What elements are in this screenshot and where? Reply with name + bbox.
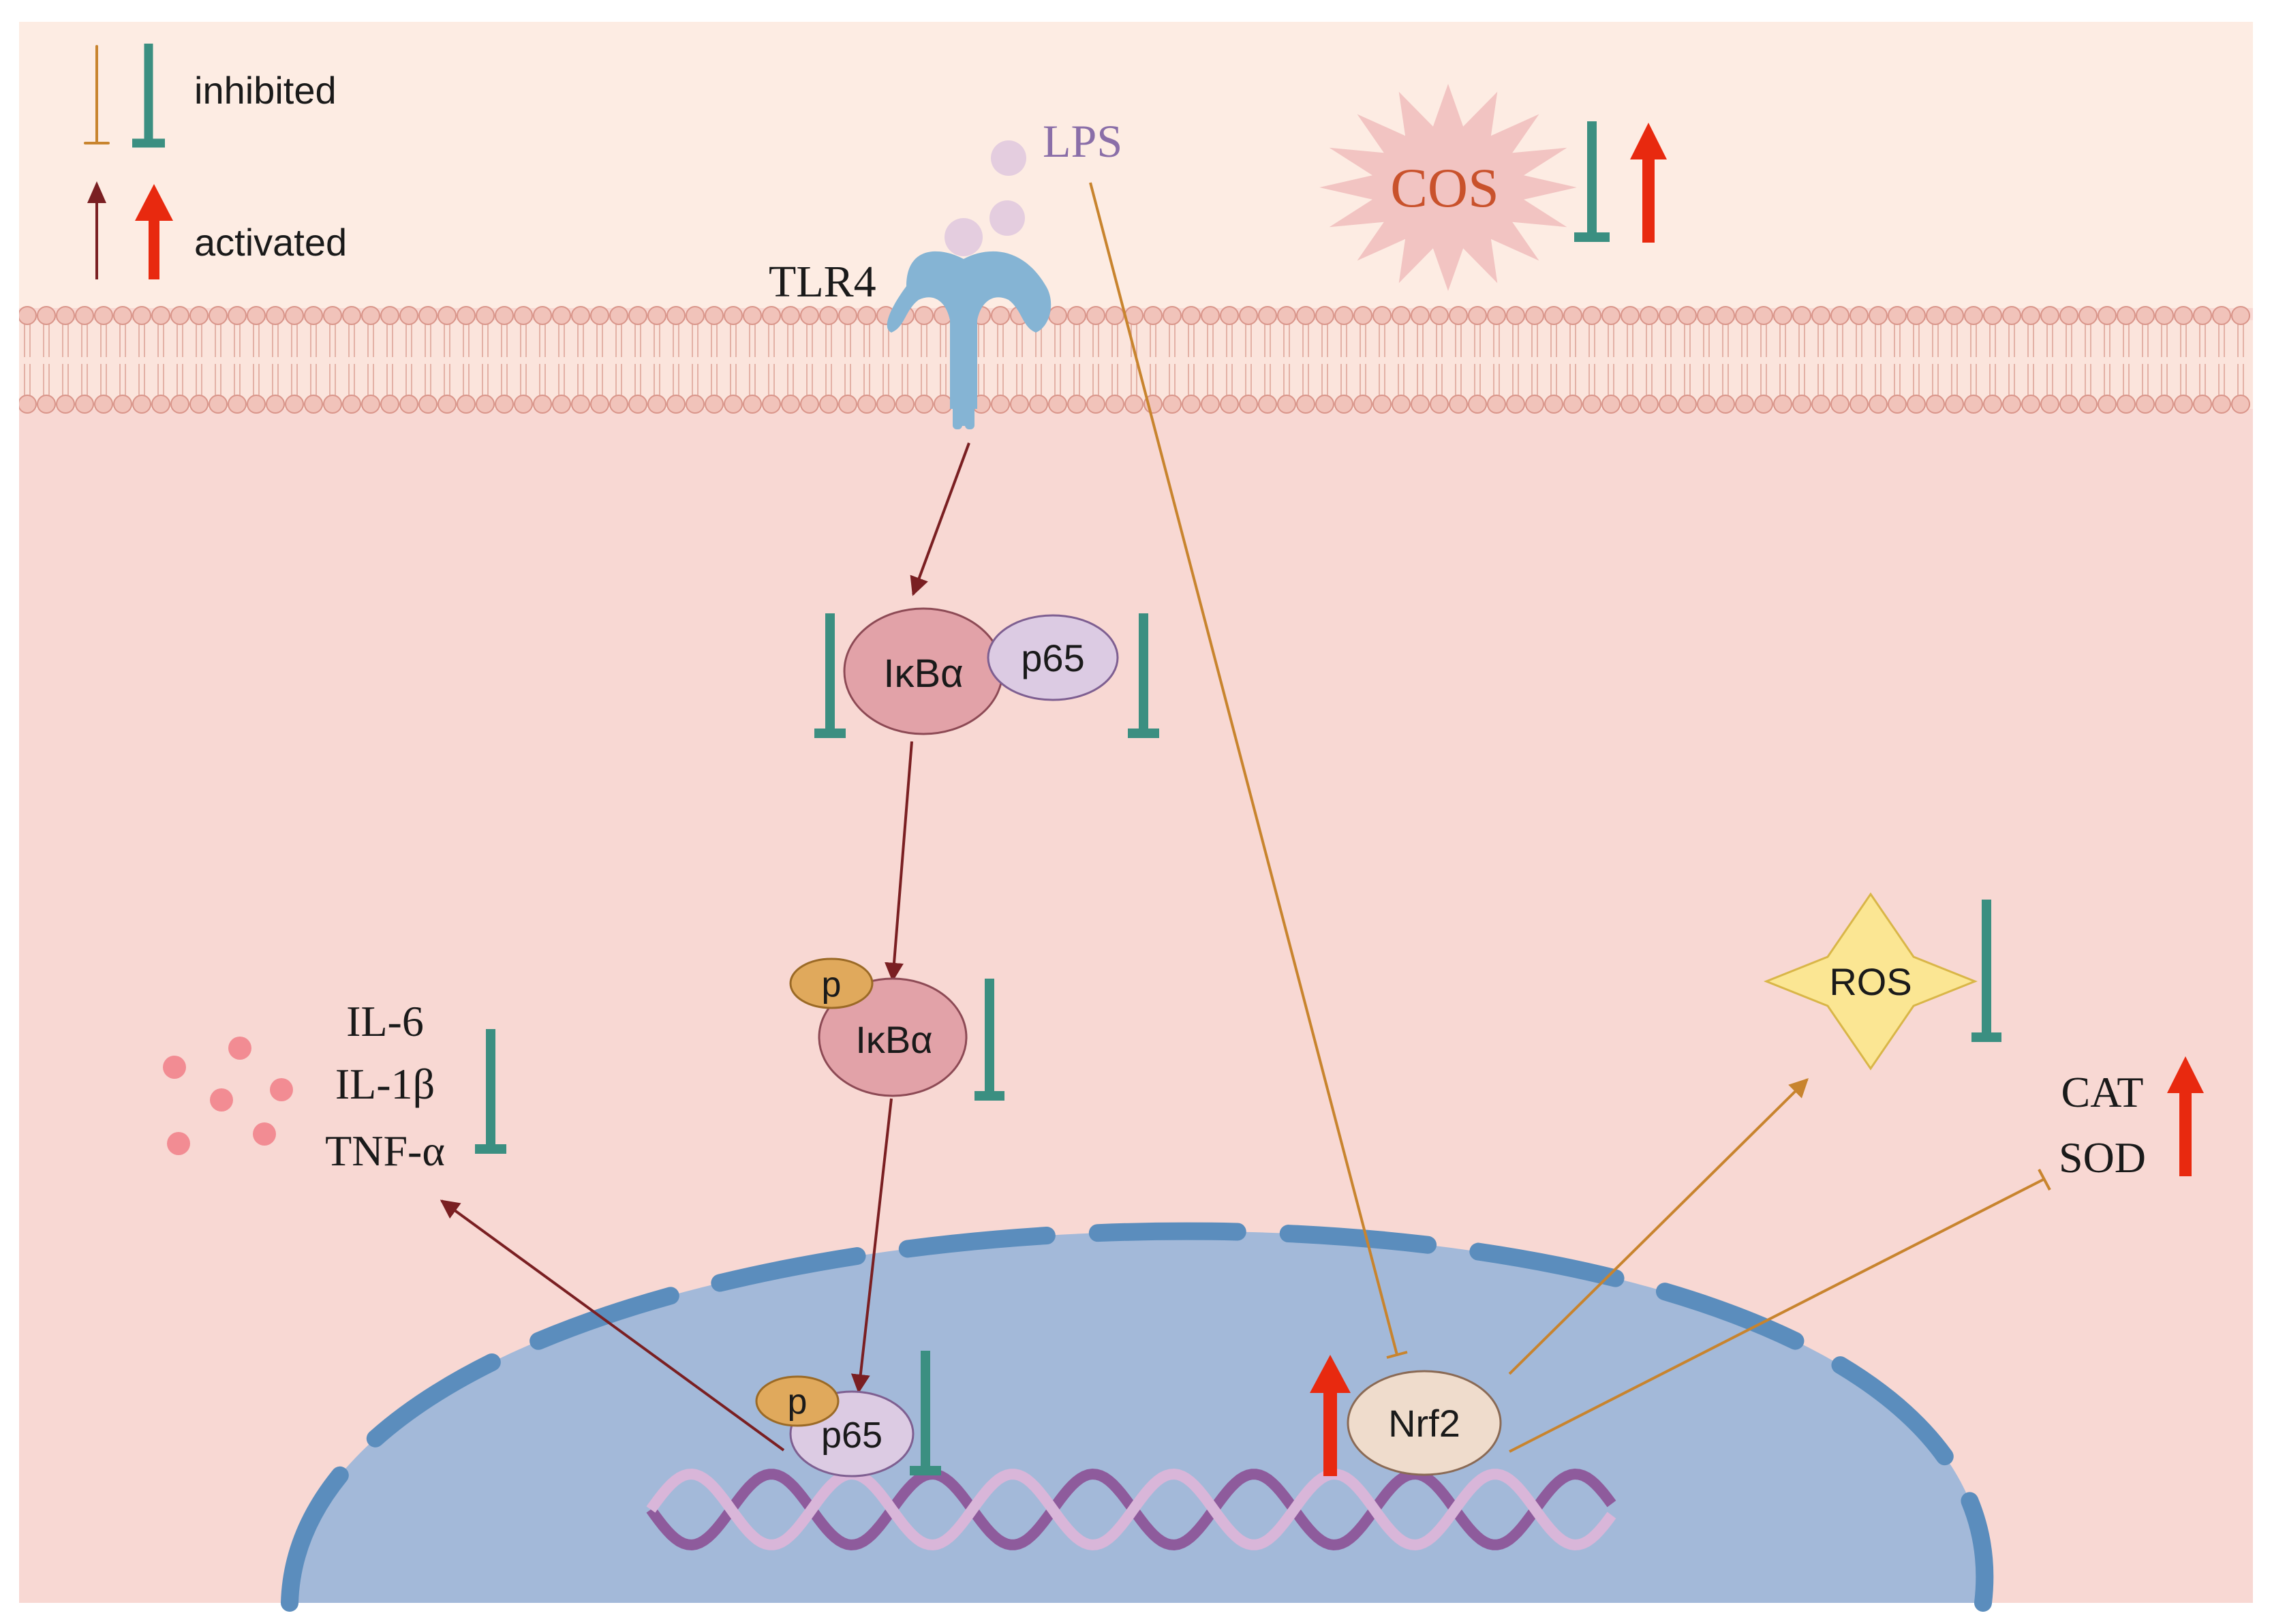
- cytokines-inhibit-icon: [475, 1029, 506, 1154]
- nrf2-to-ros-arrow: [1508, 1078, 1809, 1375]
- legend-activated-label: activated: [194, 221, 347, 264]
- cat-label: CAT: [2061, 1068, 2144, 1116]
- legend-activate-thin-icon: [87, 181, 106, 279]
- cell-membrane: [19, 306, 2253, 414]
- nrf2-inhibits-cat-sod-line: [1509, 1178, 2045, 1453]
- ikba-left-inhibit-icon: [814, 613, 846, 738]
- nrf2-effects: [1508, 1078, 2051, 1453]
- ros-label: ROS: [1829, 960, 1912, 1003]
- cos-burst-icon: [1319, 84, 1577, 291]
- legend-inhibit-thick-icon: [132, 44, 165, 148]
- p65-nuclear-inhibit-icon: [910, 1351, 941, 1475]
- tlr4-to-ikba-arrow: [910, 442, 970, 596]
- nrf2-activate-icon: [1310, 1355, 1351, 1476]
- phospho-ikba: p IκBα: [789, 957, 968, 1097]
- p-bottom-label: p: [788, 1382, 808, 1422]
- pathway-arrows: [440, 442, 970, 1452]
- tlr4-receptor-icon: [887, 251, 1051, 429]
- lps-particles: [945, 140, 1026, 256]
- nrf2-node: [1347, 1370, 1502, 1476]
- ikba-top-label: IκBα: [883, 652, 963, 696]
- ikba-mid-label: IκBα: [855, 1018, 932, 1061]
- ros-inhibit-icon: [1971, 900, 2001, 1042]
- p-ikba-inhibit-icon: [974, 979, 1004, 1101]
- ikba-p65-complex: IκBα p65: [843, 607, 1119, 735]
- p-bottom-node: [755, 1375, 840, 1427]
- cat-sod-activate-icon: [2167, 1056, 2204, 1176]
- legend-activate-thick-icon: [135, 184, 173, 279]
- p-mid-label: p: [822, 965, 842, 1005]
- lps-inhibits-nrf2-line: [1089, 182, 1408, 1359]
- nrf2: Nrf2: [1347, 1370, 1502, 1476]
- nrf2-label: Nrf2: [1388, 1402, 1460, 1445]
- p-ikba-to-p65-arrow: [850, 1098, 893, 1394]
- cos-inhibit-icon: [1574, 121, 1610, 242]
- ros-star-icon: [1763, 892, 1978, 1071]
- tlr4-label: TLR4: [769, 257, 876, 307]
- phospho-p65: p p65: [755, 1375, 915, 1477]
- p65-to-cytokines-arrow: [440, 1199, 785, 1452]
- tnfa-label: TNF-α: [325, 1127, 445, 1175]
- p65-bottom-label: p65: [821, 1415, 882, 1456]
- p-mid-node: [789, 957, 874, 1009]
- extracellular-space: [19, 22, 2253, 308]
- p65-top-label: p65: [1021, 637, 1084, 679]
- p65-right-inhibit-icon: [1128, 613, 1159, 738]
- p65-node: [987, 614, 1119, 701]
- legend-inhibited-label: inhibited: [194, 69, 337, 112]
- ikba-mid-node: [818, 977, 968, 1097]
- il1b-label: IL-1β: [335, 1060, 435, 1108]
- il6-label: IL-6: [346, 997, 424, 1045]
- legend: inhibited activated: [84, 44, 347, 279]
- legend-inhibit-thin-icon: [84, 45, 110, 144]
- ikba-to-p-ikba-arrow: [885, 741, 913, 982]
- cytokine-dots: [163, 1037, 293, 1155]
- sod-label: SOD: [2059, 1133, 2146, 1182]
- dna-helix: [646, 1468, 1616, 1551]
- cos-label: COS: [1390, 157, 1499, 219]
- lps-label: LPS: [1043, 115, 1122, 167]
- cos-activate-icon: [1630, 123, 1667, 243]
